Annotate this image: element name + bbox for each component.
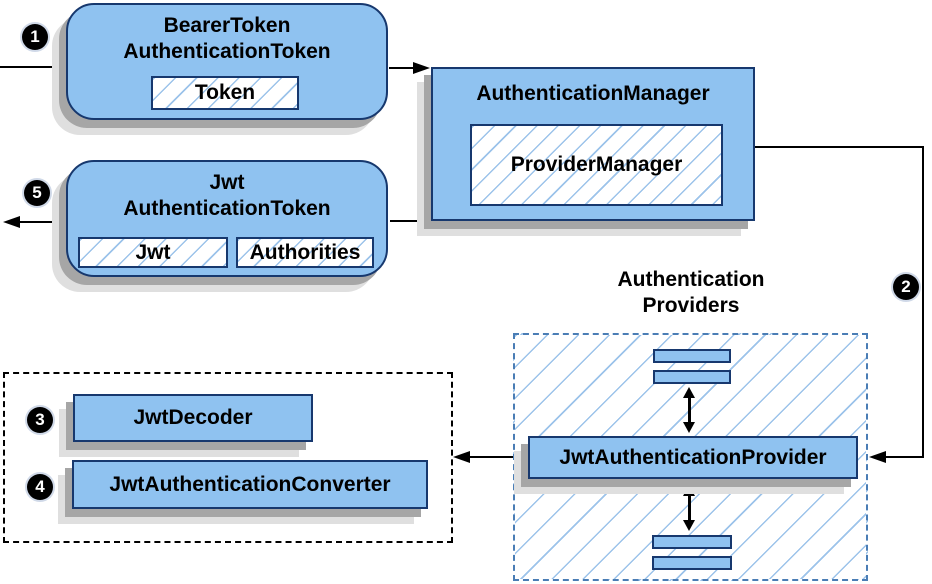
authorities-field-label: Authorities <box>249 240 361 264</box>
flow-line-request-in <box>0 66 66 68</box>
arrowhead-left-icon <box>3 216 20 228</box>
jwt-authentication-converter-label: JwtAuthenticationConverter <box>109 472 391 496</box>
step-3-badge: 3 <box>27 407 53 433</box>
jwt-decoder-label: JwtDecoder <box>133 406 253 429</box>
step-5-badge: 5 <box>24 180 50 206</box>
step-5-number: 5 <box>32 183 42 202</box>
arrowhead-up-icon <box>683 485 695 496</box>
flow-line-provider-to-decoder <box>469 456 513 458</box>
provider-placeholder-bar <box>653 349 731 363</box>
arrowhead-down-icon <box>683 422 695 433</box>
provider-placeholder-bar <box>653 370 731 384</box>
step-1-number: 1 <box>30 27 40 46</box>
jwt-authentication-provider-label: JwtAuthenticationProvider <box>559 445 827 469</box>
flow-line-bearer-to-manager <box>389 67 415 69</box>
provider-manager-field: ProviderManager <box>470 124 723 206</box>
jwt-field: Jwt <box>78 237 228 268</box>
jwt-authentication-token-title-line1: Jwt <box>209 171 245 194</box>
authorities-field: Authorities <box>236 237 374 268</box>
step-1-badge: 1 <box>22 24 48 50</box>
jwt-authentication-provider-node: JwtAuthenticationProvider <box>528 436 858 479</box>
jwt-field-label: Jwt <box>135 240 171 264</box>
flow-line-manager-out <box>755 146 924 148</box>
provider-placeholder-bar <box>652 556 732 570</box>
step-4-number: 4 <box>35 477 45 496</box>
decoder-group-box <box>3 372 453 543</box>
step-4-badge: 4 <box>27 474 53 500</box>
bearer-token-title: BearerToken AuthenticationToken <box>68 5 386 65</box>
bearer-token-title-line1: BearerToken <box>163 14 291 37</box>
flow-line-manager-to-jwttoken <box>390 220 431 222</box>
step-3-number: 3 <box>35 410 45 429</box>
arrowhead-left-icon <box>869 451 886 463</box>
bearer-token-node: BearerToken AuthenticationToken Token <box>66 3 388 120</box>
jwt-decoder-node: JwtDecoder <box>73 394 313 442</box>
arrowhead-down-icon <box>683 520 695 531</box>
authentication-manager-title: AuthenticationManager <box>476 82 710 105</box>
provider-manager-label: ProviderManager <box>510 153 683 176</box>
flow-line-right-vertical <box>922 146 924 458</box>
token-field: Token <box>151 76 299 110</box>
flow-line-response-out <box>19 221 66 223</box>
jwt-authentication-token-title-line2: AuthenticationToken <box>123 197 331 220</box>
step-2-number: 2 <box>901 277 911 296</box>
jwt-authentication-converter-node: JwtAuthenticationConverter <box>72 460 428 509</box>
flow-line-into-provider <box>885 456 924 458</box>
provider-placeholder-bar <box>652 535 732 549</box>
arrowhead-right-icon <box>413 62 430 74</box>
token-field-label: Token <box>194 81 256 104</box>
double-arrow-shaft <box>688 396 691 424</box>
jwt-authentication-token-node: Jwt AuthenticationToken Jwt Authorities <box>66 160 388 277</box>
authentication-providers-label-line2: Providers <box>642 294 740 317</box>
arrowhead-up-icon <box>683 387 695 398</box>
authentication-providers-label: Authentication Providers <box>591 267 791 319</box>
authentication-manager-node: AuthenticationManager ProviderManager <box>431 67 755 221</box>
double-arrow-shaft <box>688 494 691 522</box>
bearer-token-title-line2: AuthenticationToken <box>123 40 331 63</box>
arrowhead-left-icon <box>453 451 470 463</box>
jwt-authentication-token-title: Jwt AuthenticationToken <box>68 162 386 222</box>
authentication-providers-label-line1: Authentication <box>617 268 765 291</box>
step-2-badge: 2 <box>893 274 919 300</box>
